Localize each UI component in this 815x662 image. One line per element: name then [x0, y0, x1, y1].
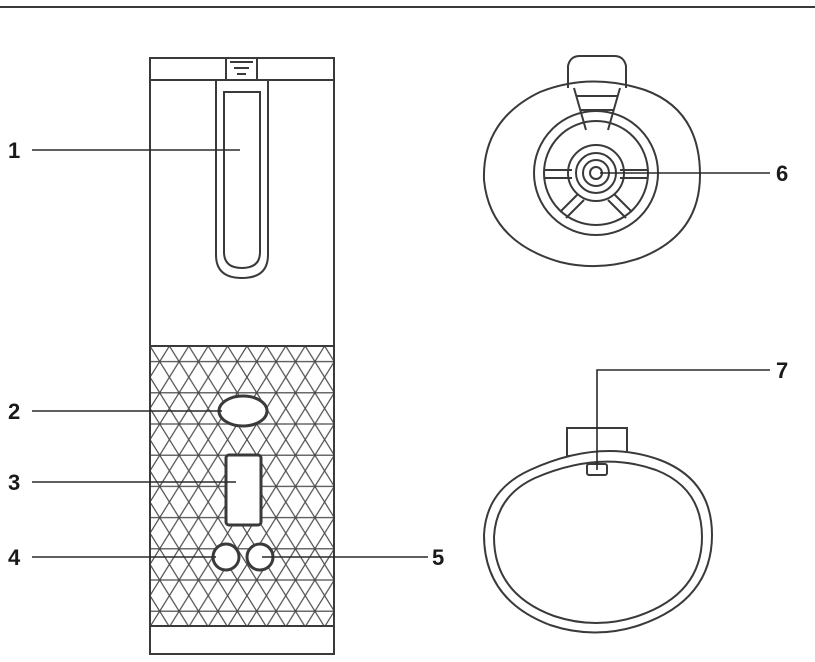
- hair-chamber-slot: [215, 80, 269, 280]
- callout-number-6: 6: [776, 161, 788, 186]
- front-view: [149, 57, 335, 655]
- power-button: [217, 394, 269, 428]
- upper-body: [149, 79, 335, 347]
- barrel-spokes: [544, 169, 648, 219]
- hair-chamber-slot-inner: [223, 91, 261, 270]
- callout-line-7: [596, 369, 770, 470]
- top-view: [482, 55, 702, 268]
- slot-notch: [225, 58, 258, 80]
- bottom-view: [482, 427, 714, 634]
- top-view-body: [482, 80, 702, 268]
- display-screen: [224, 453, 263, 527]
- callout-number-5: 5: [432, 545, 444, 570]
- left-control-button: [211, 542, 241, 572]
- callout-number-4: 4: [8, 545, 21, 570]
- callout-numbers: 1 2 3 4 5 6 7: [8, 138, 788, 570]
- callout-number-1: 1: [8, 138, 20, 163]
- callout-number-7: 7: [776, 358, 788, 383]
- callout-lines: [32, 149, 770, 558]
- bottom-view-body-inner: [492, 460, 704, 624]
- top-view-funnel: [573, 87, 621, 131]
- bottom-view-body-outer: [482, 450, 714, 634]
- bottom-cap: [149, 625, 335, 655]
- callout-number-2: 2: [8, 399, 20, 424]
- top-view-tab: [567, 55, 627, 88]
- callout-number-3: 3: [8, 470, 20, 495]
